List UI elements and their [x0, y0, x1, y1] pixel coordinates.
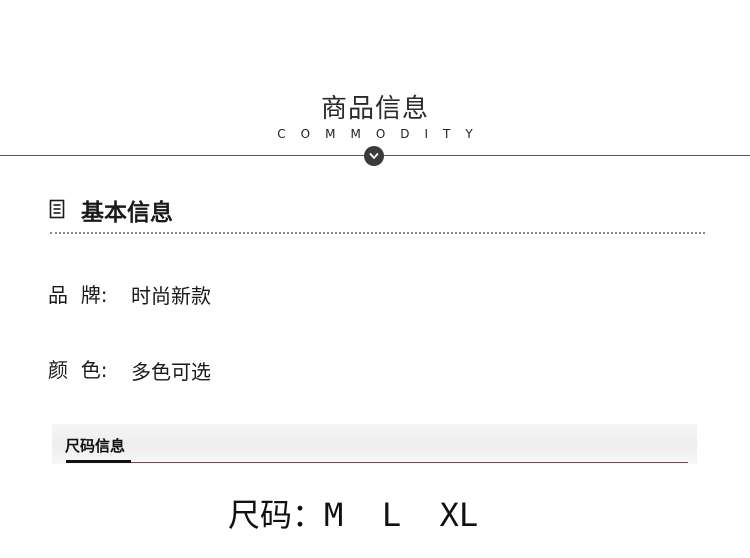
color-label: 颜 色: — [48, 358, 108, 382]
section-title: 基本信息 — [81, 200, 173, 226]
size-section-heading: 尺码信息 — [65, 437, 126, 455]
size-divider — [66, 462, 688, 463]
dotted-divider — [50, 232, 705, 234]
size-label: 尺码： — [228, 496, 325, 534]
document-list-icon — [49, 199, 67, 223]
page-subtitle: COMMODITY — [277, 127, 488, 141]
size-values: M L XL — [324, 496, 479, 534]
size-info: 尺码：M L XL — [228, 490, 478, 536]
chevron-down-icon — [364, 146, 384, 166]
size-header-band — [52, 424, 697, 464]
color-value: 多色可选 — [131, 360, 211, 384]
brand-label: 品 牌: — [48, 283, 108, 307]
size-heading-underline — [66, 460, 131, 463]
page-title: 商品信息 — [320, 94, 429, 124]
brand-value: 时尚新款 — [131, 284, 211, 308]
